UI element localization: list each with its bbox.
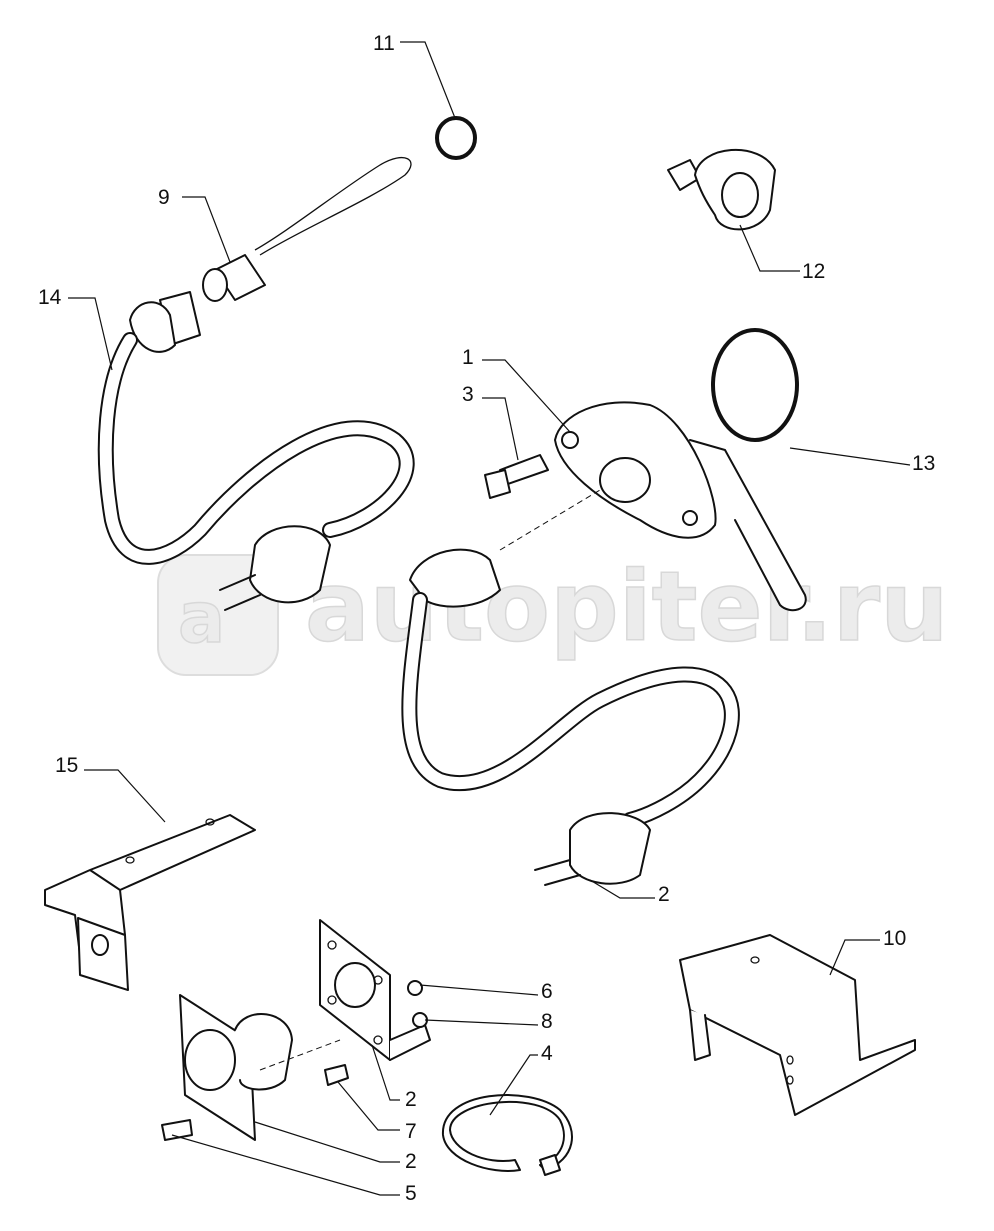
callout-3: 3: [462, 383, 474, 406]
callout-12: 12: [802, 260, 825, 283]
callout-11: 11: [373, 32, 395, 55]
watermark-text: autopiter.ru: [305, 551, 948, 663]
callout-2: 2: [658, 883, 670, 906]
callout-6: 6: [541, 980, 553, 1003]
svg-text:a: a: [178, 577, 225, 659]
callout-9: 9: [158, 186, 170, 209]
callout-14: 14: [38, 286, 62, 309]
callout-15: 15: [55, 754, 78, 777]
callout-5: 5: [405, 1182, 417, 1205]
callout-4: 4: [541, 1042, 553, 1065]
callout-1: 1: [462, 346, 474, 369]
callout-2-plate: 2: [405, 1088, 417, 1111]
callout-2-socket: 2: [405, 1150, 417, 1173]
sensor: [202, 156, 412, 302]
socket: [161, 994, 349, 1141]
callout-13: 13: [912, 452, 935, 475]
callout-8: 8: [541, 1010, 553, 1033]
cable-clamp: [667, 149, 776, 231]
o-ring-small: [435, 116, 477, 160]
bolt: [484, 454, 549, 499]
harness-upper: [97, 291, 415, 611]
harness-lower: [401, 548, 740, 886]
callout-10: 10: [883, 927, 906, 950]
leader-lines: [68, 41, 911, 1196]
mounting-plate: [319, 919, 431, 1061]
bracket-15: [44, 814, 256, 991]
callout-7: 7: [405, 1120, 417, 1143]
flange-sender: [499, 401, 807, 612]
o-ring-large: [711, 328, 799, 442]
bracket-10: [679, 934, 916, 1116]
cable-tie: [441, 1094, 573, 1176]
